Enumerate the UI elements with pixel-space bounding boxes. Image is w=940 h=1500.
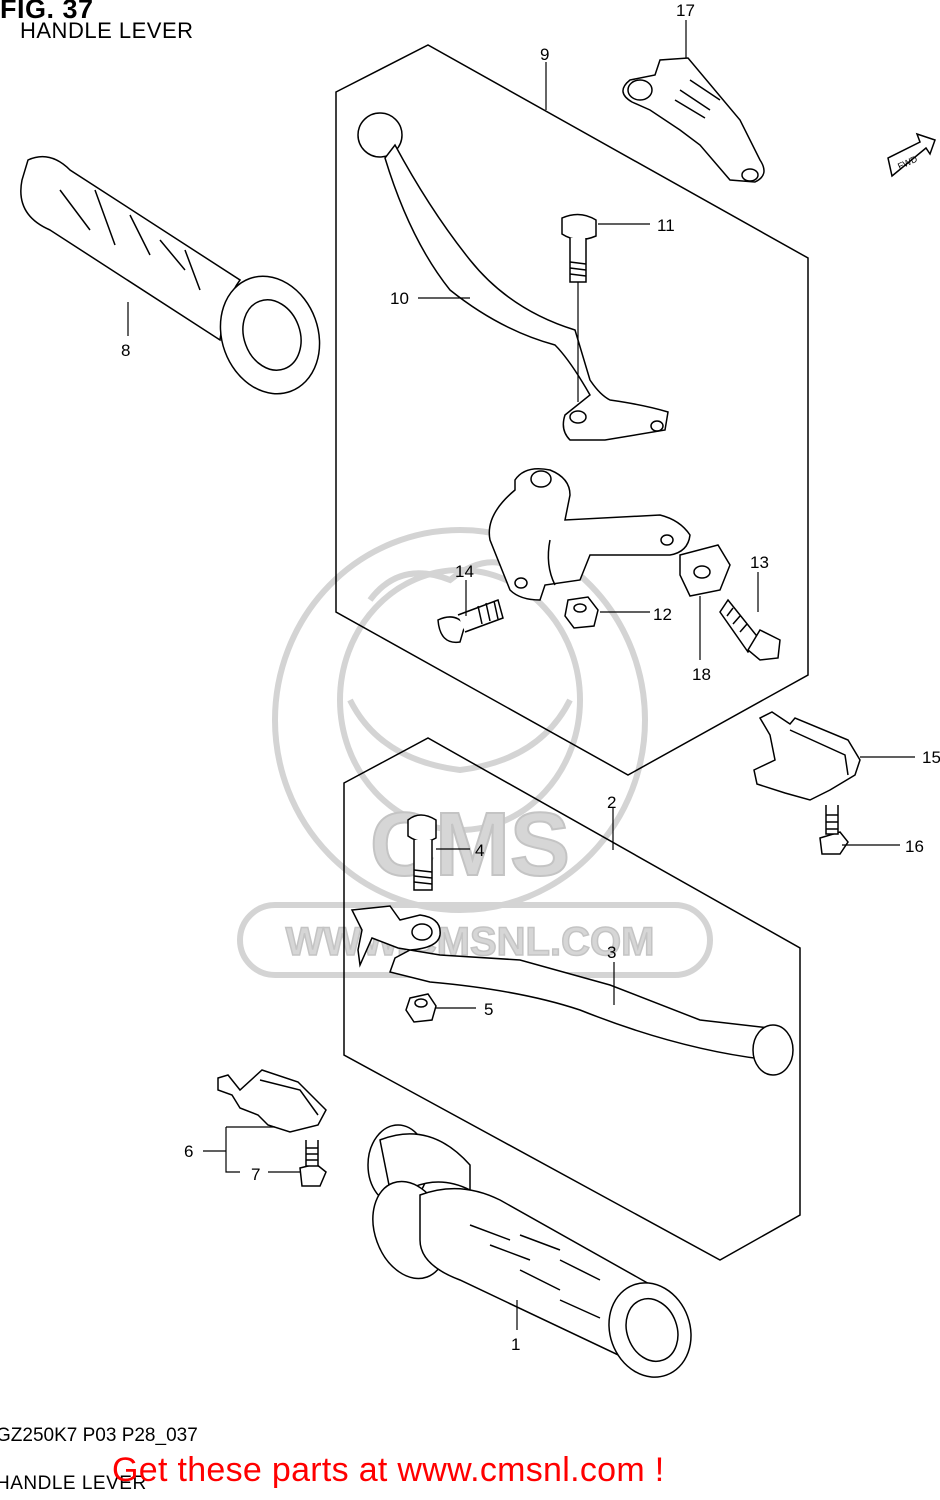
callout-3: 3 (607, 943, 616, 962)
screw-7 (299, 1140, 327, 1187)
pivot-bolt-4 (407, 814, 437, 891)
lever-holder (488, 468, 691, 601)
screw-16 (819, 805, 849, 855)
callout-11: 11 (657, 216, 675, 235)
adjuster-screw-13 (719, 598, 781, 661)
callout-18: 18 (692, 665, 711, 684)
callout-2: 2 (607, 793, 616, 812)
pivot-bolt-11 (561, 213, 597, 283)
watermark-brand: CMS (370, 795, 570, 895)
callout-12: 12 (653, 605, 672, 624)
callout-4: 4 (475, 841, 484, 860)
footer-title: HANDLE LEVER (0, 1473, 147, 1494)
diagram-code: GZ250K7 P03 P28_037 (0, 1425, 198, 1446)
callout-13: 13 (750, 553, 769, 572)
leader-lines (127, 20, 915, 1330)
figure-title: HANDLE LEVER (20, 18, 194, 43)
brake-switch-15 (753, 711, 861, 801)
adjuster-18 (679, 544, 731, 597)
callout-16: 16 (905, 837, 924, 856)
brake-switch-6 (217, 1069, 327, 1133)
cms-watermark (237, 527, 713, 978)
callout-17: 17 (676, 1, 695, 20)
throttle-grip (367, 1124, 692, 1378)
nut-12 (564, 596, 599, 629)
fwd-arrow-icon (887, 132, 936, 178)
callout-8: 8 (121, 341, 130, 360)
callout-7: 7 (251, 1165, 260, 1184)
callout-5: 5 (484, 1000, 493, 1019)
lower-assembly-box (343, 737, 801, 1261)
clutch-lever (357, 112, 669, 441)
callout-10: 10 (390, 289, 409, 308)
left-grip (20, 155, 321, 395)
callout-15: 15 (922, 748, 940, 767)
figure-number: FIG. 37 (0, 0, 94, 24)
brake-lever (350, 905, 794, 1076)
cta-banner[interactable]: Get these parts at www.cmsnl.com ! (112, 1451, 665, 1489)
nut-5 (405, 993, 437, 1023)
clamp-bolt-14 (437, 599, 504, 644)
upper-assembly-box (335, 44, 809, 776)
callout-6: 6 (184, 1142, 193, 1161)
clutch-switch-17 (622, 57, 765, 183)
callout-1: 1 (511, 1335, 520, 1354)
callout-9: 9 (540, 45, 549, 64)
callout-14: 14 (455, 562, 474, 581)
